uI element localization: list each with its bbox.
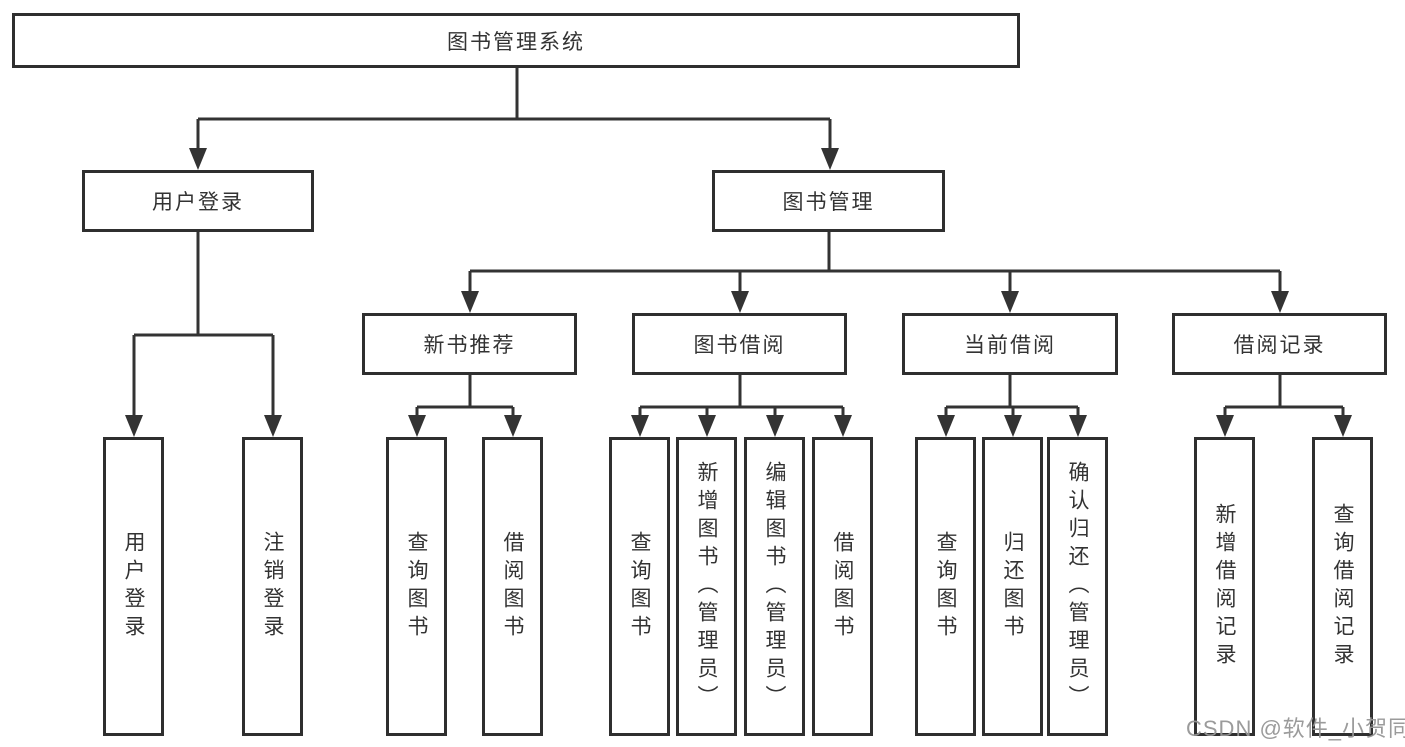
leaf-borrowing-add-books-admin-label: 新增图书（管理员） bbox=[695, 460, 718, 713]
connector-root-stem bbox=[196, 68, 832, 152]
connector-new-book bbox=[415, 375, 515, 418]
csdn-watermark: CSDN @软件_小贺同学 bbox=[1186, 716, 1405, 741]
leaf-current-confirm-return-admin-label: 确认归还（管理员） bbox=[1066, 460, 1089, 713]
leaf-records-add-record: 新增借阅记录 bbox=[1194, 437, 1255, 736]
node-borrow-records: 借阅记录 bbox=[1172, 313, 1387, 375]
connector-borrowing bbox=[638, 375, 845, 418]
node-book-borrowing-label: 图书借阅 bbox=[693, 334, 786, 357]
leaf-current-return-books-label: 归还图书 bbox=[1001, 530, 1024, 643]
node-book-management-label: 图书管理 bbox=[782, 191, 875, 214]
arrowheads bbox=[125, 148, 1352, 437]
leaf-user-login: 用户登录 bbox=[103, 437, 164, 736]
leaf-records-add-record-label: 新增借阅记录 bbox=[1213, 502, 1236, 671]
leaf-records-query-record: 查询借阅记录 bbox=[1312, 437, 1373, 736]
leaf-current-query-books-label: 查询图书 bbox=[934, 530, 957, 643]
node-new-book-recommend: 新书推荐 bbox=[362, 313, 577, 375]
leaf-current-return-books: 归还图书 bbox=[982, 437, 1043, 736]
node-root-label: 图书管理系统 bbox=[447, 30, 585, 54]
leaf-borrowing-add-books-admin: 新增图书（管理员） bbox=[676, 437, 737, 736]
node-user-login-label: 用户登录 bbox=[152, 191, 244, 214]
connector-records bbox=[1223, 375, 1345, 418]
leaf-current-query-books: 查询图书 bbox=[915, 437, 976, 736]
leaf-newbook-borrow-books: 借阅图书 bbox=[482, 437, 543, 736]
node-current-borrowing: 当前借阅 bbox=[902, 313, 1118, 375]
leaf-user-login-label: 用户登录 bbox=[122, 530, 145, 643]
node-book-management: 图书管理 bbox=[712, 170, 945, 232]
leaf-borrowing-edit-books-admin-label: 编辑图书（管理员） bbox=[763, 460, 786, 713]
node-root: 图书管理系统 bbox=[12, 13, 1020, 68]
leaf-logout: 注销登录 bbox=[242, 437, 303, 736]
leaf-newbook-query-books-label: 查询图书 bbox=[405, 530, 428, 643]
node-user-login: 用户登录 bbox=[82, 170, 314, 232]
node-book-borrowing: 图书借阅 bbox=[632, 313, 847, 375]
node-current-borrowing-label: 当前借阅 bbox=[964, 334, 1056, 357]
node-borrow-records-label: 借阅记录 bbox=[1233, 334, 1326, 357]
leaf-logout-label: 注销登录 bbox=[261, 530, 284, 643]
leaf-newbook-borrow-books-label: 借阅图书 bbox=[501, 530, 524, 643]
leaf-borrowing-borrow-books: 借阅图书 bbox=[812, 437, 873, 736]
connector-user-login bbox=[132, 232, 275, 418]
connector-current bbox=[944, 375, 1080, 418]
node-new-book-recommend-label: 新书推荐 bbox=[423, 334, 516, 357]
leaf-records-query-record-label: 查询借阅记录 bbox=[1331, 502, 1354, 671]
leaf-borrowing-edit-books-admin: 编辑图书（管理员） bbox=[744, 437, 805, 736]
connector-book-management bbox=[468, 232, 1282, 294]
leaf-borrowing-query-books-label: 查询图书 bbox=[628, 530, 651, 643]
leaf-newbook-query-books: 查询图书 bbox=[386, 437, 447, 736]
leaf-borrowing-query-books: 查询图书 bbox=[609, 437, 670, 736]
leaf-borrowing-borrow-books-label: 借阅图书 bbox=[831, 530, 854, 643]
leaf-current-confirm-return-admin: 确认归还（管理员） bbox=[1047, 437, 1108, 736]
